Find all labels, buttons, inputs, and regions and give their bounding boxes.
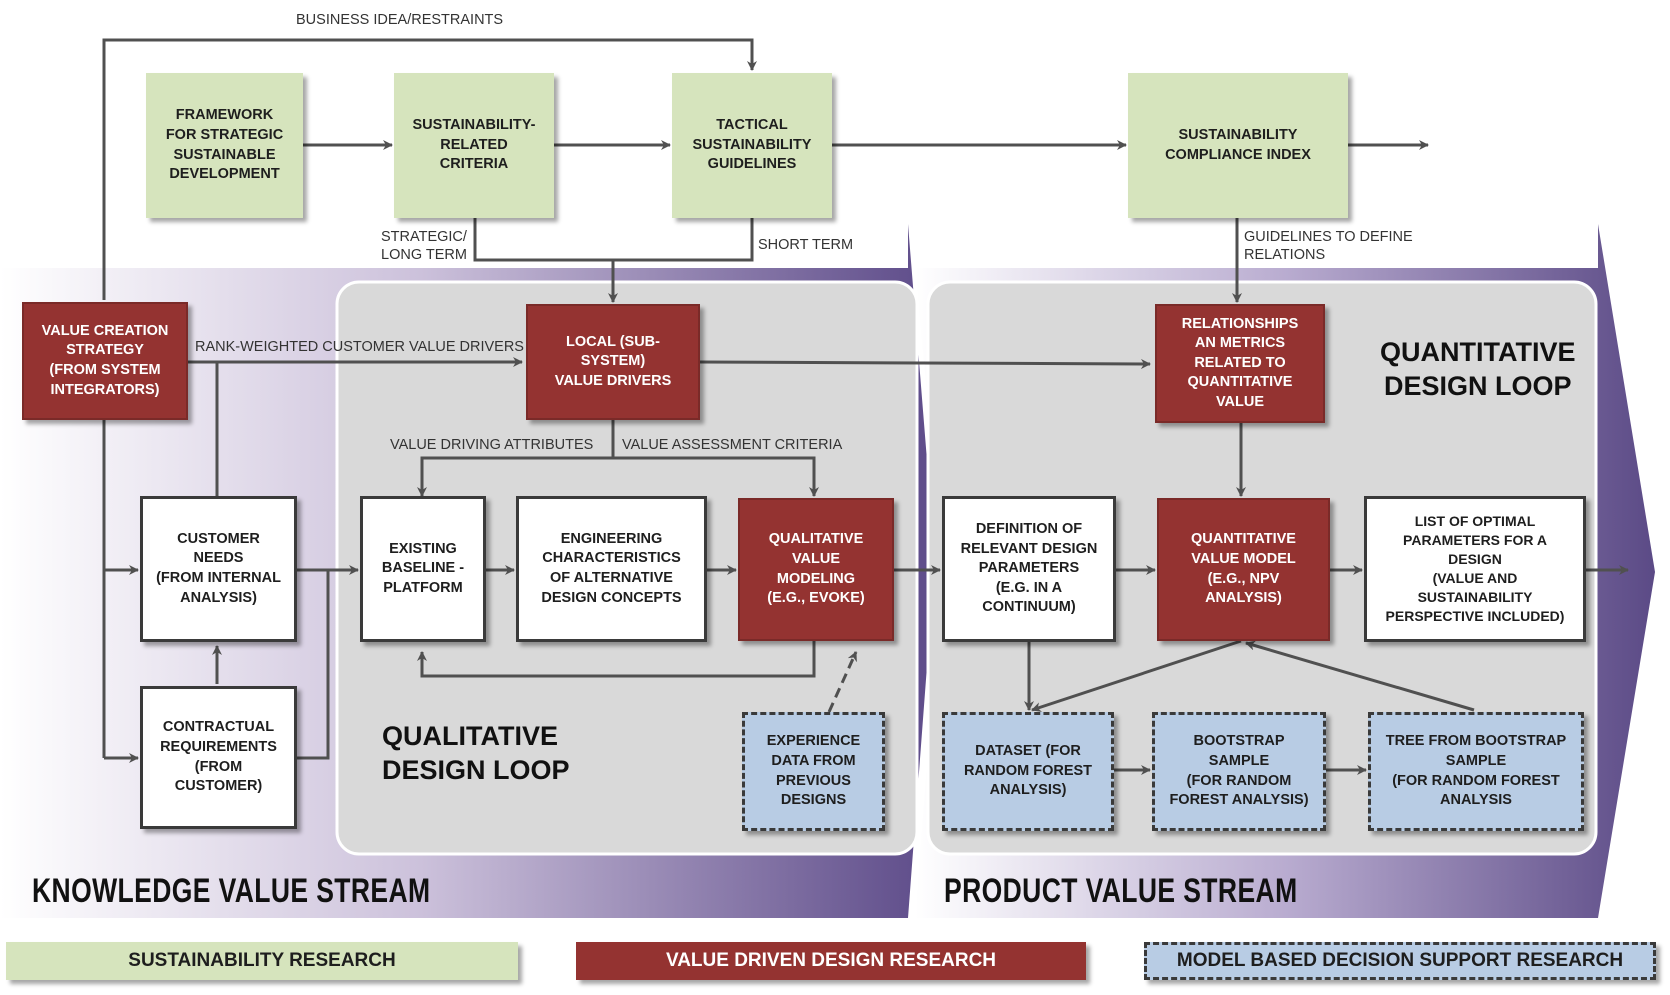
knowledge-stream-title: KNOWLEDGE VALUE STREAM xyxy=(32,872,431,910)
label-business-idea: BUSINESS IDEA/RESTRAINTS xyxy=(296,12,504,28)
tactical-box: TACTICAL SUSTAINABILITY GUIDELINES xyxy=(672,73,832,218)
relationships-box: RELATIONSHIPS AN METRICS RELATED TO QUAN… xyxy=(1155,304,1325,423)
legend-value-driven: VALUE DRIVEN DESIGN RESEARCH xyxy=(576,942,1086,980)
existing-baseline-box: EXISTING BASELINE - PLATFORM xyxy=(360,496,486,642)
qualitative-loop-title: QUALITATIVE DESIGN LOOP xyxy=(382,721,570,785)
arrow-tree-quant xyxy=(1245,640,1475,712)
framework-box: FRAMEWORK FOR STRATEGIC SUSTAINABLE DEVE… xyxy=(146,73,303,218)
label-short-term: SHORT TERM xyxy=(758,237,854,253)
line-criteria-down xyxy=(473,218,754,262)
label-rank-weighted: RANK-WEIGHTED CUSTOMER VALUE DRIVERS xyxy=(195,339,524,355)
label-value-driving: VALUE DRIVING ATTRIBUTES xyxy=(390,437,594,453)
local-drivers-box: LOCAL (SUB- SYSTEM) VALUE DRIVERS xyxy=(526,304,700,420)
label-value-assessment: VALUE ASSESSMENT CRITERIA xyxy=(622,437,843,453)
quantitative-model-box: QUANTITATIVE VALUE MODEL (E.G., NPV ANAL… xyxy=(1157,498,1330,641)
arrow-value-driving xyxy=(417,456,613,497)
contractual-box: CONTRACTUAL REQUIREMENTS (FROM CUSTOMER) xyxy=(140,686,297,829)
experience-box: EXPERIENCE DATA FROM PREVIOUS DESIGNS xyxy=(742,712,885,831)
criteria-box: SUSTAINABILITY- RELATED CRITERIA xyxy=(394,73,554,218)
arrow-local-relationships xyxy=(699,358,1151,369)
value-creation-box: VALUE CREATION STRATEGY (FROM SYSTEM INT… xyxy=(22,302,188,420)
legend-model-based: MODEL BASED DECISION SUPPORT RESEARCH xyxy=(1144,942,1656,980)
quantitative-loop-title: QUANTITATIVE DESIGN LOOP xyxy=(1380,337,1576,401)
legend-sustainability: SUSTAINABILITY RESEARCH xyxy=(6,942,518,980)
label-strategic-long-term: STRATEGIC/ LONG TERM xyxy=(381,229,467,264)
customer-needs-box: CUSTOMER NEEDS (FROM INTERNAL ANALYSIS) xyxy=(140,496,297,642)
tree-box: TREE FROM BOOTSTRAP SAMPLE (FOR RANDOM F… xyxy=(1368,712,1584,831)
business-idea-arrow xyxy=(102,38,757,300)
arrow-quant-dataset xyxy=(1031,639,1242,712)
product-stream-title: PRODUCT VALUE STREAM xyxy=(944,872,1298,910)
label-guidelines-define: GUIDELINES TO DEFINE RELATIONS xyxy=(1244,229,1413,264)
arrow-qualitative-feedback xyxy=(417,641,816,678)
definition-box: DEFINITION OF RELEVANT DESIGN PARAMETERS… xyxy=(942,496,1116,642)
qualitative-model-box: QUALITATIVE VALUE MODELING (E.G., EVOKE) xyxy=(738,498,894,641)
arrow-experience-qualitative xyxy=(827,651,858,713)
arrow-value-assessment xyxy=(613,456,819,497)
compliance-box: SUSTAINABILITY COMPLIANCE INDEX xyxy=(1128,73,1348,218)
optimal-list-box: LIST OF OPTIMAL PARAMETERS FOR A DESIGN … xyxy=(1364,496,1586,642)
dataset-box: DATASET (FOR RANDOM FOREST ANALYSIS) xyxy=(942,712,1114,831)
line-contractual-right xyxy=(297,570,330,760)
engineering-box: ENGINEERING CHARACTERISTICS OF ALTERNATI… xyxy=(516,496,707,642)
bootstrap-box: BOOTSTRAP SAMPLE (FOR RANDOM FOREST ANAL… xyxy=(1152,712,1326,831)
